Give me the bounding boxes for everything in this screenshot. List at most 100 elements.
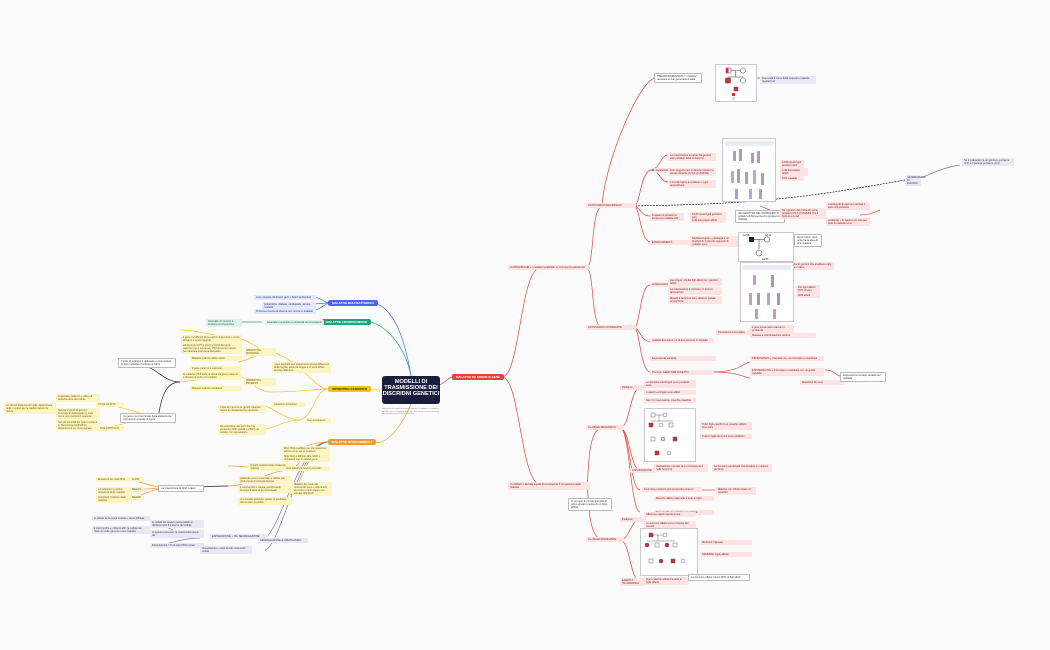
mito-left-note: mutazioni nucleare delle malattie	[96, 495, 132, 504]
sg-xr-note: Femmina portatrice può presentare sintom…	[642, 487, 702, 493]
imprinting-paterno: IMPRINTING PATERNO	[244, 378, 276, 387]
mito-left-note: Eteroplasmia = % di mito DNA mutati	[150, 543, 204, 549]
branch-mitochondrial[interactable]: MALATTIE MITOCONDRIALI	[328, 439, 376, 445]
imprinting-note: la malattia Cf15 sorte di attiva sui gen…	[181, 372, 242, 381]
imprinting-note: il gene paterno è espresso	[190, 366, 242, 372]
sg-ar-note: Due soggetti sani si devono portare la s…	[668, 168, 716, 177]
sg-xr[interactable]: X-LINKED RECESSIVO	[586, 425, 624, 431]
left-note: Lo stesso sistema permette determinare n…	[4, 403, 56, 415]
sg-ad-note: Mutazioni de novo	[800, 380, 844, 386]
sg-xd-note: Affetti sia maschi sia femmine	[644, 512, 696, 518]
sg-xr-note: Le femmine eterozigoti manifestano in ma…	[712, 464, 772, 473]
sg-xr-note: Inattivazione casuale di un cromosoma X …	[654, 464, 708, 473]
svg-text:AA bb: AA bb	[765, 234, 772, 237]
sg-ar-freq: 1/100 eterozigoti portatori sani	[780, 160, 804, 169]
sg-ar[interactable]: AUTOSOMICO RECESSIVO	[586, 203, 636, 209]
mito-merrf: MERRF	[130, 495, 144, 501]
multi-note: poligeniche: diabete, cardiopatie, alcun…	[262, 302, 316, 311]
imprinting-note: il gene modificato deve essere a pecorso…	[181, 335, 242, 344]
mito-note: Mito DNA ereditato per via materna e alc…	[282, 446, 330, 455]
sg-ar-genitori-note: Se i genitori del probando sono portator…	[780, 208, 826, 220]
complementation-diagram-image: aa BB AA bb Aa Bb	[738, 232, 794, 262]
sg-ar-freq-label: Frequenza portatori e frequenza malattia…	[650, 213, 684, 222]
central-topic[interactable]: MODELLI DI TRASMISSIONE DEI DISCRIDNI GE…	[382, 376, 440, 404]
sg-ar-note: Nell'eterozigosi + patologia è un fenoti…	[690, 236, 740, 248]
sg-ad-penetranza: PENETRANZA + intensità con cui il fenoti…	[750, 356, 824, 362]
sg-xd-note: MASCHI: figli sani	[700, 540, 752, 546]
sg-xd-note: EREDITÀ OLOANDRICA	[620, 578, 646, 587]
mito-left-note: La proporzione di DNA mutato	[158, 485, 204, 493]
risk-note: Se il probando ha un genitore portatore …	[962, 158, 1014, 167]
mito-note: il mitocondrio + causa, perdita degli fe…	[238, 485, 292, 494]
sg-xr-note: Maschio affetto trasmette a tutte le fig…	[654, 496, 714, 502]
sg-ad-note: 2 geni presentano reazioni il probando	[750, 325, 794, 334]
mito-note: patologie neuro-muscolari a cellule con …	[238, 476, 292, 485]
multi-note: Si trova e ricerca di diverse non ricorr…	[254, 309, 316, 315]
mito-left-note: il mitocondrio e i diversi altri, la cel…	[92, 526, 150, 535]
branch-multifactorial[interactable]: MALATTIE MULTIFATTORIALI	[328, 300, 379, 306]
sg-ad-note: Espressività variabile	[650, 356, 716, 362]
imprinting-materno: IMPRINTING MATERNO	[244, 348, 276, 357]
sg-ad-espressivita: ESPRESSIVITÀ + il fenotipo si manifesta …	[750, 368, 824, 377]
multi-note: sono causate da diversi geni + fattori a…	[254, 295, 316, 301]
mito-left-note: Mutazioni nei mito DNA	[96, 477, 132, 483]
mito-left-note: Omoplasmia + stato di tutti mitocondri m…	[200, 546, 252, 555]
sg-xr-note: I maschi emizigoti sono affetti	[644, 390, 696, 396]
imprinting-note: Malattie paterne ereditarie	[190, 386, 242, 392]
mito-melas: MELAS	[130, 487, 144, 493]
sg-ar-freq-affetti: 1/40 eterozigoti affetti	[690, 218, 726, 224]
ad-pedigree-image	[740, 262, 794, 322]
xd-pedigree-image	[640, 528, 698, 576]
sg-xr-lionizzazione: LIONIZZAZIONE	[630, 468, 656, 474]
sg-ad-note: eterozigoti: 1/2 dei figli affetti per i…	[668, 278, 722, 287]
sg-ar-note: La trasmissione avviene dai genitori san…	[668, 153, 716, 162]
branch-imprinting[interactable]: IMPRINTING GENOMICO	[328, 386, 372, 392]
sg-ad-note: malattie dominanti: se di due persone in…	[650, 338, 714, 344]
ar-pedigree-image	[722, 138, 776, 202]
sg-xr-note: Le femmine eterozigoti sono portatrici s…	[644, 380, 696, 389]
sg-ar-freq: 1/40 eterozigoti affetti	[780, 168, 808, 177]
xr-pedigree-image	[644, 408, 696, 462]
sg-ar-genitori: Nei GENITORI DEL PROBANDO si portatori d…	[735, 210, 785, 224]
svg-text:aa BB: aa BB	[743, 234, 750, 237]
sg-ad-penetranza-incompleta: Penetranza incompleta	[716, 330, 754, 336]
sg-ad-note: Malattie a manifestazione tardiva	[750, 333, 816, 339]
mito-note: Malattie del ruolo dei mitocondri sono +…	[292, 482, 332, 497]
left-style-giusto: STILE GIUSTO	[96, 402, 124, 408]
sg-xd-note: Ogni maschio affetto ha tutte le figlie …	[644, 577, 688, 586]
imprinting-note: Da variazione del puro dopo le presenze …	[218, 424, 266, 436]
mito-left-note: In questo processo, la mitocondria viene…	[150, 530, 204, 539]
central-title-line2: TRASMISSIONE DEI	[384, 385, 438, 392]
pseudodominance-note: PSEUDODOMINANZA = i caratteri recessivi …	[654, 73, 702, 84]
imprinting-gen: Gen di Anolomo	[305, 418, 331, 424]
central-title-line1: MODELLI DI	[394, 379, 428, 385]
pseudodominance-detail: Due unità il come della mappa le malatti…	[760, 76, 816, 85]
imprinting-note: i geni ereditati non seguono la stessa d…	[272, 362, 331, 374]
left-note: Nel pre e giusti al genomi tumorale di d…	[56, 408, 100, 420]
sg-autosomal: AUTOSOMICHE + i caratteri localizzati su…	[508, 265, 590, 271]
pseudodominance-pedigree-image	[715, 64, 757, 102]
sg-ad[interactable]: AUTOSOMICO DOMINANTE	[586, 325, 636, 331]
svg-text:Aa Bb: Aa Bb	[762, 258, 769, 261]
sg-ar-probando-note: Il probando di ogni uno dei figli è sano…	[826, 202, 870, 211]
sg-ar-eterogeneita: ETEROGENEITÀ	[650, 240, 690, 246]
risk-label: GENERAZIONE DI RISCHIO	[905, 175, 926, 187]
sg-xr-pedigree: Pedigree	[620, 385, 646, 391]
mito-segregation: SEGREGAZIONE & OMOPLASMIA	[258, 538, 308, 544]
sg-ar-note: Diversi genomi che ereditano oggi da un …	[790, 262, 834, 271]
sg-ar-freq-portatori: 1/100 eterozigoti portatori sani	[690, 212, 726, 221]
left-style-opposto: STILE OPPOSTO	[96, 426, 124, 432]
left-note: Nei più sensibili del ruolo contiene in …	[56, 420, 100, 432]
sg-xlinked-note: In un caso di consanguineità al primo gr…	[568, 498, 612, 512]
imprinting-note: Malattia paterna dalla madre	[190, 356, 242, 362]
mito-note: Questo caratterizzato di alcune malattie	[248, 463, 294, 472]
sg-ar-freq: 1/20 malattia	[780, 176, 804, 182]
chromo-note: Anomalie numeriche o strutturali dei cro…	[265, 320, 324, 326]
left-note: Il ciclo di sviluppo è delineato e scono…	[118, 358, 176, 369]
mito-left-note: le cellule dei tessuti mitocondriali si …	[150, 520, 204, 529]
branch-chromosomal[interactable]: MALATTIE CROMOSOMICHE	[322, 319, 372, 325]
branch-single-gene[interactable]: MALATTIE DA SINGOLO GENE	[452, 374, 504, 380]
sg-xd[interactable]: X-LINKED DOMINANTE	[586, 537, 624, 543]
